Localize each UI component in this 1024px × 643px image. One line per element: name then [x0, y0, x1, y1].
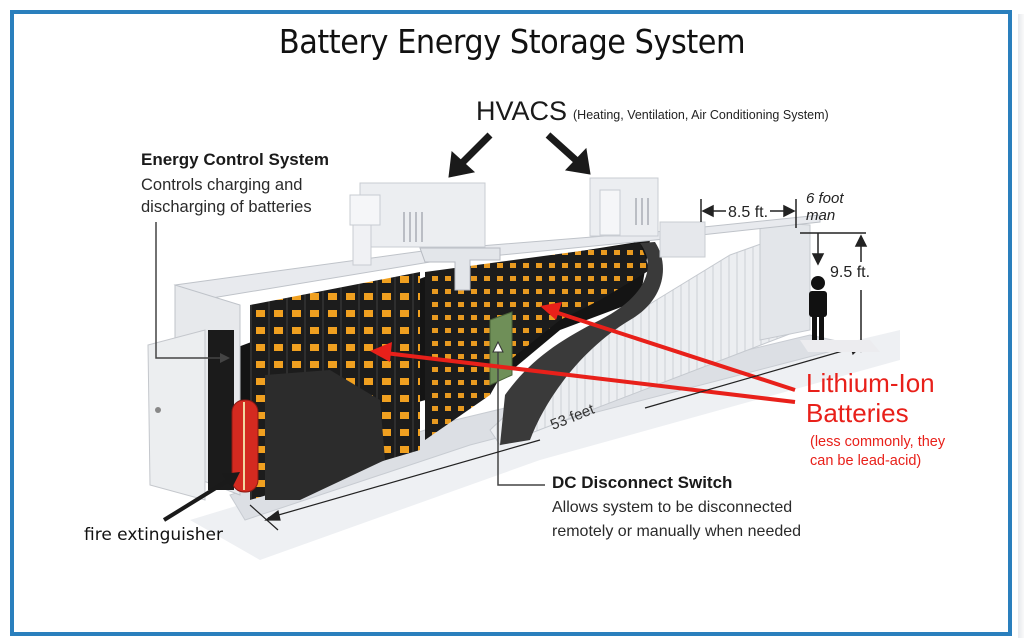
person-floor-shadow	[800, 340, 880, 352]
ground-shadow	[190, 330, 900, 560]
height-dimension	[800, 232, 868, 353]
width-dimension	[700, 199, 797, 228]
height-dimension-label: 9.5 ft.	[830, 264, 871, 281]
control-cabinet	[265, 370, 385, 500]
scale-reference-label: 6 foot man	[806, 190, 844, 224]
fire-arrow	[162, 472, 240, 522]
container-roof	[173, 214, 821, 301]
ecs-desc-line-1: Controls charging and	[141, 176, 303, 194]
scale-ref-line-2: man	[806, 207, 836, 224]
hvac-unit-end	[659, 221, 706, 258]
energy-control-system-heading: Energy Control System	[141, 150, 329, 169]
hvacs-arrows	[448, 132, 591, 178]
frame-shadow	[1018, 14, 1024, 638]
width-dimension-label: 8.5 ft.	[728, 204, 769, 221]
lithium-note-line-2: can be lead-acid)	[810, 453, 922, 469]
lithium-ion-line-2: Batteries	[806, 398, 909, 428]
hvacs-label: HVACS	[476, 96, 568, 126]
energy-control-system-description: Controls charging and discharging of bat…	[141, 174, 312, 218]
dc-leader-line	[497, 350, 545, 486]
person-icon	[809, 276, 827, 342]
dc-desc-line-2: remotely or manually when needed	[552, 523, 802, 540]
container-end-wall	[759, 221, 811, 341]
lithium-note-line-1: (less commonly, they	[810, 434, 946, 450]
lithium-ion-line-1: Lithium-Ion	[806, 368, 935, 398]
hvac-unit-left	[349, 182, 501, 291]
lithium-ion-note: (less commonly, they can be lead-acid)	[810, 433, 945, 471]
dc-desc-line-1: Allows system to be disconnected	[552, 499, 793, 516]
diagram-title: Battery Energy Storage System	[278, 22, 746, 61]
ecs-desc-line-2: discharging of batteries	[141, 198, 312, 216]
scale-ref-line-1: 6 foot	[806, 190, 844, 207]
ecs-leader-line	[155, 222, 222, 359]
cutaway-edge	[500, 242, 663, 445]
fire-extinguisher-label: fire extinguisher	[84, 525, 223, 545]
hvac-unit-right	[589, 177, 659, 237]
container-door	[147, 329, 206, 501]
lithium-ion-arrows	[370, 302, 796, 404]
battery-racks-rear	[425, 243, 650, 440]
lithium-ion-heading: Lithium-Ion Batteries	[806, 368, 935, 428]
dc-disconnect-description: Allows system to be disconnected remotel…	[552, 496, 801, 544]
hvacs-description: (Heating, Ventilation, Air Conditioning …	[573, 108, 829, 122]
dc-disconnect-heading: DC Disconnect Switch	[552, 473, 733, 492]
